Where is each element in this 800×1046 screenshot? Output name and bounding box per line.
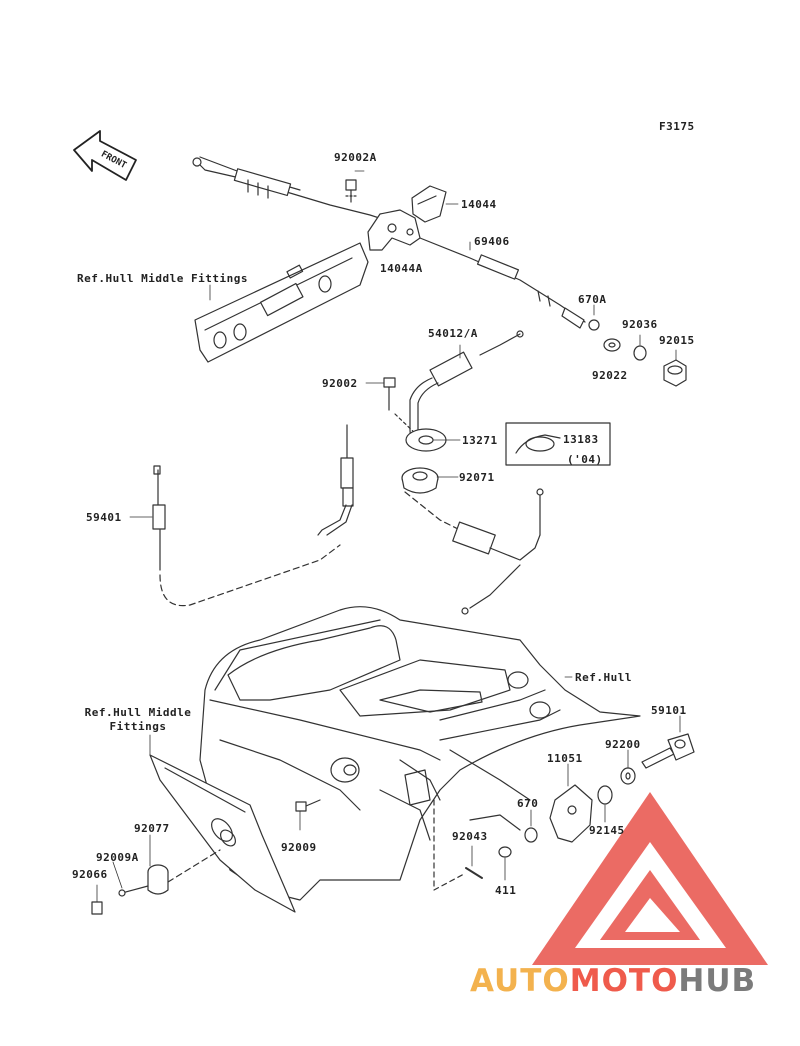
watermark-part-auto: AUTO xyxy=(470,963,570,999)
throttle-cable-upper xyxy=(192,156,393,223)
lever-59101 xyxy=(641,733,695,769)
label-ref-hull-middle-bottom-1: Ref.Hull Middle xyxy=(84,706,192,719)
knob-92071 xyxy=(401,467,439,494)
label-69406: 69406 xyxy=(474,235,510,248)
label-11051: 11051 xyxy=(547,752,583,765)
label-92036: 92036 xyxy=(622,318,658,331)
cover-14044 xyxy=(411,185,447,223)
label-92009A: 92009A xyxy=(96,851,139,864)
figure-code: F3175 xyxy=(659,120,695,133)
label-59401: 59401 xyxy=(86,511,122,524)
bracket-11051 xyxy=(549,784,593,843)
cap-92077 xyxy=(147,849,221,895)
label-13183: 13183 xyxy=(563,433,599,446)
label-92022: 92022 xyxy=(592,369,628,382)
label-ref-hull: Ref.Hull xyxy=(575,671,632,684)
label-92015: 92015 xyxy=(659,334,695,347)
label-92002A: 92002A xyxy=(334,151,377,164)
label-14044: 14044 xyxy=(461,198,497,211)
washer-92022 xyxy=(603,338,621,352)
watermark-logo-icon xyxy=(532,792,768,965)
washer-92200 xyxy=(620,767,636,785)
grommet-92066 xyxy=(91,901,103,915)
label-54012A: 54012/A xyxy=(428,327,478,340)
bolt-92002 xyxy=(383,377,396,411)
clip-92145 xyxy=(597,785,613,805)
cable-59401 xyxy=(152,424,354,607)
cable-lower-right xyxy=(404,488,544,615)
nut-92015 xyxy=(663,359,687,387)
label-59101: 59101 xyxy=(651,704,687,717)
label-92043: 92043 xyxy=(452,830,488,843)
washer-411 xyxy=(498,846,512,858)
label-13183-note: ('04) xyxy=(567,453,603,466)
label-92145: 92145 xyxy=(589,824,625,837)
label-13271: 13271 xyxy=(462,434,498,447)
label-ref-hull-middle-bottom-2: Fittings xyxy=(109,720,167,733)
front-arrow-icon: FRONT xyxy=(73,130,137,181)
plate-13183-box xyxy=(505,422,611,466)
bolt-92002A xyxy=(345,179,357,203)
washer-92036 xyxy=(633,345,647,361)
hull-middle-fittings-plate xyxy=(194,242,369,363)
label-92066: 92066 xyxy=(72,868,108,881)
label-14044A: 14044A xyxy=(380,262,423,275)
screw-92009A xyxy=(118,885,149,897)
watermark-text: AUTOMOTOHUB xyxy=(470,963,756,999)
label-92071: 92071 xyxy=(459,471,495,484)
label-92002: 92002 xyxy=(322,377,358,390)
label-92077: 92077 xyxy=(134,822,170,835)
label-670A: 670A xyxy=(578,293,607,306)
watermark-part-moto: MOTO xyxy=(569,963,679,999)
pin-92043 xyxy=(465,867,483,879)
cable-69406 xyxy=(419,237,586,329)
ring-670 xyxy=(524,827,538,843)
hull-middle-fittings-lower xyxy=(149,754,296,913)
label-92200: 92200 xyxy=(605,738,641,751)
label-ref-hull-middle-top: Ref.Hull Middle Fittings xyxy=(77,272,248,285)
label-92009: 92009 xyxy=(281,841,317,854)
label-670: 670 xyxy=(517,797,539,810)
label-411: 411 xyxy=(495,884,517,897)
ring-670A xyxy=(588,319,600,331)
screw-92009 xyxy=(295,799,321,831)
hull-body xyxy=(199,606,641,901)
bracket-14044A xyxy=(367,209,421,251)
watermark-part-hub: HUB xyxy=(678,963,757,999)
